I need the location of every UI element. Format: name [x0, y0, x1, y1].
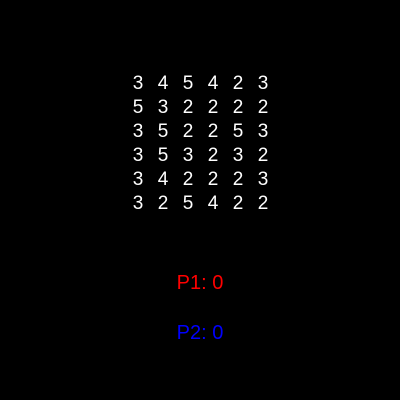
grid-cell[interactable]: 2: [207, 121, 219, 142]
grid-cell[interactable]: 3: [157, 97, 169, 118]
grid-cell[interactable]: 2: [232, 73, 244, 94]
grid-cell[interactable]: 2: [182, 121, 194, 142]
grid-cell[interactable]: 2: [182, 169, 194, 190]
grid-cell[interactable]: 3: [257, 169, 269, 190]
grid-cell[interactable]: 2: [257, 145, 269, 166]
grid-cell[interactable]: 2: [157, 193, 169, 214]
grid-cell[interactable]: 2: [232, 193, 244, 214]
grid-cell[interactable]: 3: [132, 169, 144, 190]
grid-cell[interactable]: 5: [157, 121, 169, 142]
player-1-score: P1: 0: [176, 272, 224, 294]
grid-cell[interactable]: 3: [132, 73, 144, 94]
grid-cell[interactable]: 4: [207, 73, 219, 94]
grid-cell[interactable]: 3: [132, 193, 144, 214]
grid-cell[interactable]: 3: [257, 121, 269, 142]
grid-cell[interactable]: 5: [182, 73, 194, 94]
grid-cell[interactable]: 4: [207, 193, 219, 214]
grid-cell[interactable]: 3: [232, 145, 244, 166]
grid-cell[interactable]: 5: [132, 97, 144, 118]
grid-cell[interactable]: 2: [257, 193, 269, 214]
grid-cell[interactable]: 3: [182, 145, 194, 166]
grid-cell[interactable]: 5: [232, 121, 244, 142]
grid-cell[interactable]: 2: [232, 97, 244, 118]
grid-cell[interactable]: 2: [182, 97, 194, 118]
grid-cell[interactable]: 3: [257, 73, 269, 94]
grid-cell[interactable]: 3: [132, 145, 144, 166]
grid-cell[interactable]: 4: [157, 169, 169, 190]
grid-cell[interactable]: 2: [232, 169, 244, 190]
grid-cell[interactable]: 5: [157, 145, 169, 166]
grid-cell[interactable]: 5: [182, 193, 194, 214]
player-2-score: P2: 0: [176, 322, 224, 344]
grid-cell[interactable]: 4: [157, 73, 169, 94]
grid-cell[interactable]: 2: [207, 145, 219, 166]
grid-cell[interactable]: 2: [207, 169, 219, 190]
grid-cell[interactable]: 2: [207, 97, 219, 118]
grid-cell[interactable]: 3: [132, 121, 144, 142]
grid-cell[interactable]: 2: [257, 97, 269, 118]
